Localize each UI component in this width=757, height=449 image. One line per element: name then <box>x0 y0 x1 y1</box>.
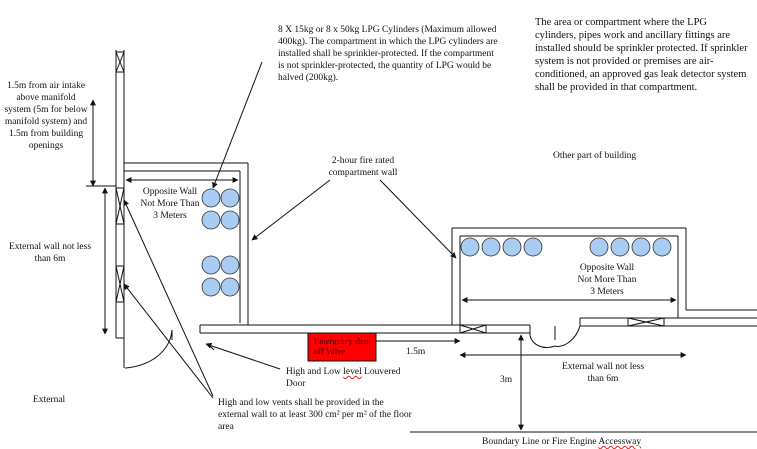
wall-vent <box>627 317 665 327</box>
lpg-cylinder <box>652 237 672 257</box>
door-leader <box>205 342 281 370</box>
valve-label: Emergency shut-off Valve <box>314 336 372 356</box>
opposite-wall-left-label: Opposite Wall Not More Than 3 Meters <box>140 187 200 221</box>
lpg-cylinder <box>201 255 221 275</box>
double-door <box>529 325 581 349</box>
lpg-cylinder <box>631 237 651 257</box>
lpg-cylinder <box>523 237 543 257</box>
cylinder-note: 8 X 15kg or 8 x 50kg LPG Cylinders (Maxi… <box>278 25 498 83</box>
louvered-door-text: Louvered Door <box>286 367 401 389</box>
lpg-cylinder <box>502 237 522 257</box>
wall-vent <box>459 324 487 334</box>
fire-wall-label: 2-hour fire rated compartment wall <box>328 156 398 178</box>
valve-distance-label: 1.5m <box>406 347 426 357</box>
lpg-cylinder <box>220 277 240 297</box>
lpg-cylinders <box>201 188 240 297</box>
lpg-cylinder <box>460 237 480 257</box>
other-part-label: Other part of building <box>553 151 637 161</box>
boundary-text: Accessway <box>598 437 642 447</box>
boundary-label: Boundary Line or Fire Engine Accessway <box>482 436 742 448</box>
lpg-cylinder <box>201 210 221 230</box>
wall-vent <box>115 187 125 225</box>
lpg-cylinder <box>220 255 240 275</box>
lpg-compartment <box>123 162 249 323</box>
vents-note: High and low vents shall be provided in … <box>218 398 412 432</box>
lpg-cylinder <box>220 188 240 208</box>
fire-wall-leader-left <box>251 179 331 241</box>
external-label: External <box>33 395 66 405</box>
sprinkler-note: The area or compartment where the LPG cy… <box>535 17 748 93</box>
wall-vent <box>115 51 125 73</box>
louvered-door-text: level <box>343 367 362 377</box>
louvered-door-label: High and Low level Louvered Door <box>286 366 416 390</box>
boundary-text: Boundary Line or Fire Engine <box>482 437 599 447</box>
lpg-cylinder <box>220 210 240 230</box>
lpg-cylinder <box>589 237 609 257</box>
air-intake-label: 1.5m from air intake above manifold syst… <box>4 81 88 151</box>
cylinder-leader <box>212 61 263 189</box>
louvered-door <box>124 329 173 369</box>
wall-vent <box>115 265 125 303</box>
lpg-cylinder <box>201 188 221 208</box>
external-wall-right-label: External wall not less than 6m <box>561 362 645 384</box>
emergency-shut-off-valve <box>307 332 377 362</box>
lpg-cylinders-right <box>460 237 672 257</box>
vent-leader-bottom <box>123 283 214 399</box>
louvered-door-text: High and Low <box>286 367 344 377</box>
lpg-cylinder <box>201 277 221 297</box>
vent-leader-top <box>123 199 214 397</box>
lpg-cylinder <box>610 237 630 257</box>
external-wall-left-label: External wall not less than 6m <box>8 242 92 264</box>
boundary-distance-label: 3m <box>500 375 513 385</box>
fire-wall-leader-right <box>379 179 457 259</box>
right-compartment <box>451 227 757 335</box>
opposite-wall-right-label: Opposite Wall Not More Than 3 Meters <box>577 263 637 297</box>
lpg-cylinder <box>481 237 501 257</box>
